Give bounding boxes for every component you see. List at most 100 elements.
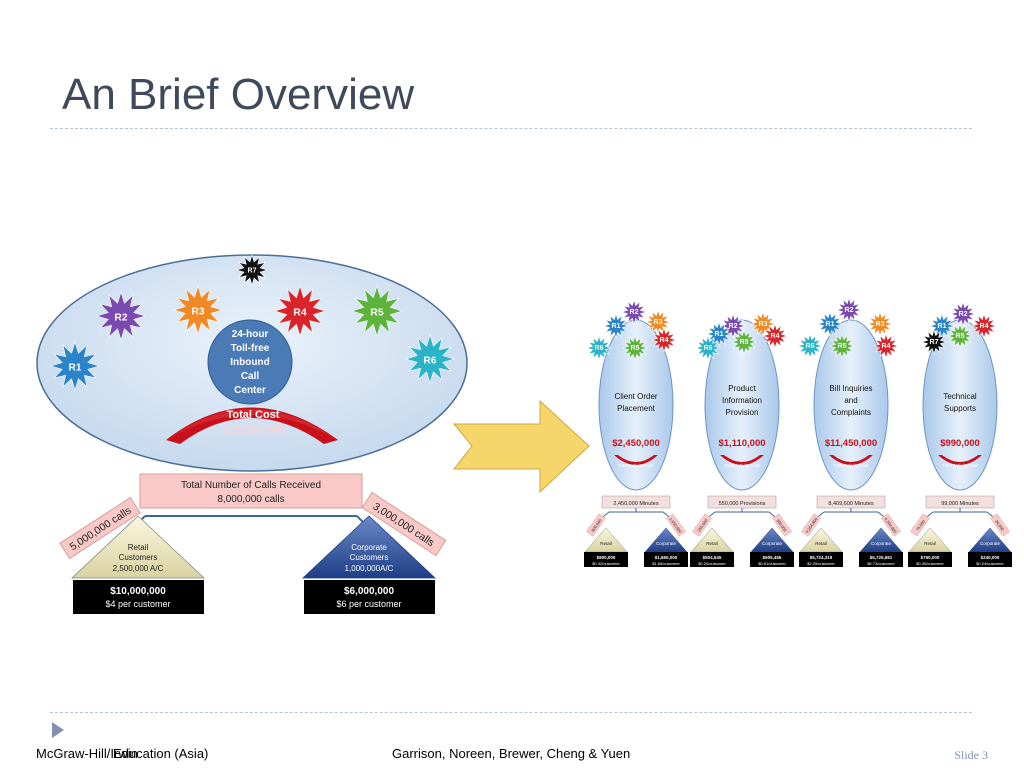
- svg-text:R5: R5: [631, 345, 640, 352]
- activity-name-line: Technical: [943, 392, 977, 401]
- svg-text:75,000: 75,000: [915, 518, 927, 532]
- total-cost-arc: [166, 407, 338, 444]
- corporate-triangle: [301, 515, 437, 579]
- call-center-circle: [207, 319, 293, 405]
- svg-text:Corporate: Corporate: [762, 541, 783, 546]
- activity-name-line: Bill Inquiries: [829, 384, 872, 393]
- activity-name-line: Placement: [617, 404, 656, 413]
- resource-star-r1: R1: [816, 310, 844, 338]
- retail-cost-box: [73, 580, 204, 614]
- resource-star-r5: R5: [350, 284, 404, 338]
- title-divider: [50, 128, 972, 129]
- svg-text:Retail: Retail: [815, 541, 827, 546]
- bullet-arrow-icon: [52, 722, 64, 738]
- activity-cost-tag: Total Activity Cost: [942, 463, 978, 468]
- svg-text:$2.29/customer: $2.29/customer: [807, 561, 835, 566]
- svg-text:24,000: 24,000: [994, 519, 1006, 533]
- svg-text:R2: R2: [729, 323, 738, 330]
- svg-text:R3: R3: [192, 306, 205, 317]
- svg-text:$0.24/customer: $0.24/customer: [976, 561, 1004, 566]
- svg-text:R2: R2: [630, 309, 639, 316]
- svg-text:$0.30/customer: $0.30/customer: [916, 561, 944, 566]
- resource-star-r4: R4: [970, 312, 998, 340]
- svg-text:R5: R5: [370, 307, 384, 319]
- total-cost-value: $16,000,000: [222, 424, 283, 436]
- mini-cost-box: [750, 552, 794, 567]
- svg-text:$0.32/customer: $0.32/customer: [592, 561, 620, 566]
- svg-text:R5: R5: [740, 339, 749, 346]
- total-calls-value: 8,000,000 calls: [217, 494, 284, 505]
- corporate-per: $6 per customer: [336, 599, 401, 609]
- activity-name-line: Information: [722, 396, 762, 405]
- resource-star-r5: R5: [730, 328, 758, 356]
- activity-name-line: Complaints: [831, 408, 871, 417]
- total-calls-title: Total Number of Calls Received: [181, 480, 321, 491]
- activity-driver: 2,450,000 Minutes: [613, 501, 659, 507]
- svg-text:Retail: Retail: [924, 541, 936, 546]
- footer-publisher-b: Education (Asia): [113, 746, 209, 761]
- svg-text:R7: R7: [248, 268, 257, 275]
- activity-pool-2: ProductInformationProvision$1,110,000Tot…: [690, 310, 794, 567]
- resource-star-r6: R6: [694, 334, 722, 362]
- footer-authors: Garrison, Noreen, Brewer, Cheng & Yuen: [392, 746, 631, 761]
- svg-text:R2: R2: [115, 312, 128, 323]
- svg-text:R6: R6: [704, 345, 713, 352]
- svg-text:$240,000: $240,000: [981, 555, 1000, 560]
- resource-star-r4: R4: [761, 322, 789, 350]
- resource-star-r6: R6: [585, 334, 613, 362]
- retail-qty-tag: 75,000: [910, 513, 930, 537]
- svg-text:$5.73/customer: $5.73/customer: [867, 561, 895, 566]
- retail-title-1: Retail: [128, 543, 149, 552]
- big-arrow-right-icon: [452, 399, 590, 494]
- resource-star-r5: R5: [621, 334, 649, 362]
- resource-star-r2: R2: [949, 300, 977, 328]
- svg-text:R6: R6: [806, 343, 815, 350]
- resource-star-r7: R7: [920, 328, 948, 356]
- resource-star-r4: R4: [650, 326, 678, 354]
- svg-text:$504,545: $504,545: [703, 555, 722, 560]
- resource-star-r1: R1: [602, 312, 630, 340]
- activity-cost-tag: Total Activity Cost: [833, 463, 869, 468]
- call-center-label-2: Toll-free: [231, 343, 270, 354]
- resource-star-r1: R1: [49, 340, 101, 392]
- resource-star-r2: R2: [620, 298, 648, 326]
- retail-title-2: Customers: [119, 553, 158, 562]
- svg-text:R5: R5: [838, 343, 847, 350]
- resource-star-r2: R2: [719, 312, 747, 340]
- svg-text:$0.61/customer: $0.61/customer: [758, 561, 786, 566]
- call-center-label-1: 24-hour: [232, 329, 269, 340]
- svg-text:$605,455: $605,455: [763, 555, 782, 560]
- svg-text:$1,650,000: $1,650,000: [655, 555, 678, 560]
- resource-star-r2: R2: [835, 296, 863, 324]
- svg-text:R6: R6: [424, 355, 437, 366]
- slide-title: An Brief Overview: [62, 70, 415, 119]
- retail-triangle: [70, 515, 206, 579]
- resource-star-r7: R7: [235, 253, 269, 287]
- activity-pool-3: Bill InquiriesandComplaints$11,450,000To…: [796, 296, 903, 567]
- corporate-title-2: Customers: [350, 553, 389, 562]
- corporate-count: 1,000,000A/C: [345, 564, 394, 573]
- corporate-cost: $6,000,000: [344, 586, 394, 597]
- mini-cost-box: [584, 552, 628, 567]
- activity-cost-tag: Total Activity Cost: [618, 463, 654, 468]
- corporate-cost-box: [304, 580, 435, 614]
- svg-text:R6: R6: [595, 345, 604, 352]
- svg-text:R7: R7: [930, 339, 939, 346]
- svg-text:R4: R4: [980, 323, 989, 330]
- activity-name-line: Product: [728, 384, 756, 393]
- activity-cost: $11,450,000: [825, 438, 877, 449]
- resource-star-r6: R6: [404, 333, 456, 385]
- svg-text:R4: R4: [293, 307, 307, 319]
- retail-cost: $10,000,000: [110, 586, 166, 597]
- svg-text:R1: R1: [715, 331, 724, 338]
- activity-name-line: Client Order: [614, 392, 657, 401]
- call-center-label-5: Center: [234, 385, 266, 396]
- call-center-label-4: Call: [241, 371, 260, 382]
- footer-divider: [50, 712, 972, 713]
- svg-text:R4: R4: [771, 333, 780, 340]
- resource-star-r3: R3: [866, 310, 894, 338]
- resource-star-r3: R3: [644, 308, 672, 336]
- svg-text:$750,000: $750,000: [921, 555, 940, 560]
- mini-cost-box: [690, 552, 734, 567]
